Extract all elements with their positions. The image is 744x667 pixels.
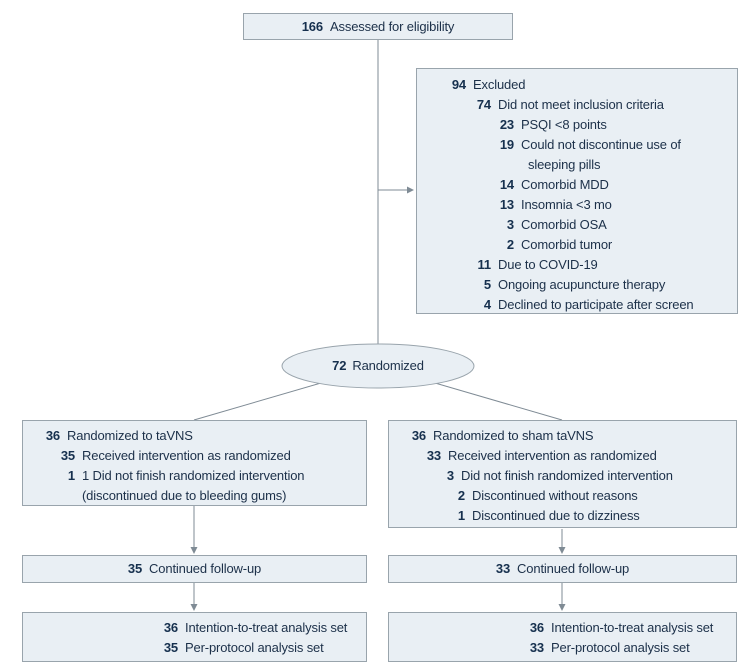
count-value: 14 [499, 177, 514, 192]
row-label: Randomized to sham taVNS [433, 428, 594, 443]
row-label: Discontinued due to dizziness [472, 508, 640, 523]
excluded-box: 94 Excluded 74 Did not meet inclusion cr… [416, 68, 738, 314]
count-value: 35 [127, 561, 143, 576]
box-label: Continued follow-up [517, 561, 630, 576]
row-label: Discontinued without reasons [472, 488, 638, 503]
row-label: Intention-to-treat analysis set [185, 620, 348, 635]
count-value: 72 [332, 358, 347, 373]
count-value: 35 [163, 640, 178, 655]
count-value: 3 [506, 217, 514, 232]
tavns-arm-box: 36 Randomized to taVNS 35 Received inter… [22, 420, 367, 506]
row-label: Could not discontinue use of [521, 137, 681, 152]
flow-row: 36 Randomized to taVNS [30, 426, 360, 446]
flow-row: 23 PSQI <8 points [424, 115, 731, 135]
count-value: 2 [457, 488, 465, 503]
arrow-right-icon [407, 186, 414, 194]
row-label: Due to COVID-19 [498, 257, 598, 272]
box-label: Assessed for eligibility [329, 18, 455, 34]
flow-row: 35 Per-protocol analysis set [23, 638, 366, 658]
count-value: 36 [529, 620, 544, 635]
flow-row: 4 Declined to participate after screen [424, 295, 731, 315]
count-value: 94 [451, 77, 466, 92]
flow-row: 5 Ongoing acupuncture therapy [424, 275, 731, 295]
eligibility-box: 166 Assessed for eligibility [243, 13, 513, 40]
row-label: Ongoing acupuncture therapy [498, 277, 666, 292]
arrow-down-icon [190, 604, 198, 611]
count-value: 23 [499, 117, 514, 132]
flow-row: 2 Discontinued without reasons [396, 486, 730, 506]
row-label: Intention-to-treat analysis set [551, 620, 714, 635]
randomized-label: 72 Randomized [282, 356, 474, 376]
flow-row: 1 1 Did not finish randomized interventi… [30, 466, 360, 486]
count-value: 13 [499, 197, 514, 212]
row-label: Per-protocol analysis set [551, 640, 690, 655]
row-label: Comorbid OSA [521, 217, 607, 232]
row-label: Randomized to taVNS [67, 428, 193, 443]
flow-row: 11 Due to COVID-19 [424, 255, 731, 275]
arrow-down-icon [190, 547, 198, 554]
sham-followup-box: 33 Continued follow-up [388, 555, 737, 583]
count-value: 5 [483, 277, 491, 292]
row-label: PSQI <8 points [521, 117, 607, 132]
row-label: Received intervention as randomized [82, 448, 291, 463]
sham-analysis-box: 36 Intention-to-treat analysis set 33 Pe… [388, 612, 737, 662]
row-label: Declined to participate after screen [498, 297, 694, 312]
sham-arm-box: 36 Randomized to sham taVNS 33 Received … [388, 420, 737, 528]
row-label: Comorbid MDD [521, 177, 609, 192]
row-label: Received intervention as randomized [448, 448, 657, 463]
flow-row: 2 Comorbid tumor [424, 235, 731, 255]
count-value: 11 [477, 257, 492, 272]
flow-row: 94 Excluded [424, 75, 731, 95]
row-label: Comorbid tumor [521, 237, 613, 252]
arrow-down-icon [558, 604, 566, 611]
count-value: 4 [483, 297, 491, 312]
count-value: 3 [446, 468, 454, 483]
count-value: 35 [60, 448, 75, 463]
flow-row: 33 Received intervention as randomized [396, 446, 730, 466]
flow-row: 14 Comorbid MDD [424, 175, 731, 195]
tavns-followup-box: 35 Continued follow-up [22, 555, 367, 583]
flow-row: 35 Received intervention as randomized [30, 446, 360, 466]
flow-row: 36 Intention-to-treat analysis set [389, 618, 736, 638]
count-value: 1 [457, 508, 465, 523]
flow-row: 36 Intention-to-treat analysis set [23, 618, 366, 638]
row-label: Excluded [473, 77, 526, 92]
count-value: 36 [163, 620, 178, 635]
count-value: 33 [529, 640, 544, 655]
flow-row: 33 Per-protocol analysis set [389, 638, 736, 658]
box-label: Randomized [352, 358, 424, 373]
count-value: 74 [476, 97, 491, 112]
flow-row: 74 Did not meet inclusion criteria [424, 95, 731, 115]
tavns-analysis-box: 36 Intention-to-treat analysis set 35 Pe… [22, 612, 367, 662]
count-value: 36 [45, 428, 60, 443]
arrow-down-icon [558, 547, 566, 554]
row-label-continued: sleeping pills [528, 157, 601, 172]
randomized-ellipse [281, 343, 475, 389]
row-label: Per-protocol analysis set [185, 640, 324, 655]
flow-row: 3 Comorbid OSA [424, 215, 731, 235]
count-value: 2 [506, 237, 514, 252]
count-value: 19 [499, 137, 514, 152]
row-label: 1 Did not finish randomized intervention [82, 468, 305, 483]
count-value: 1 [67, 468, 75, 483]
row-label: Did not meet inclusion criteria [498, 97, 664, 112]
row-label-continued: (discontinued due to bleeding gums) [82, 488, 287, 503]
row-label: Did not finish randomized intervention [461, 468, 673, 483]
box-label: Continued follow-up [149, 561, 262, 576]
row-label: Insomnia <3 mo [521, 197, 612, 212]
flow-row: 19 Could not discontinue use of [424, 135, 731, 155]
count-value: 166 [301, 18, 323, 34]
count-value: 33 [495, 561, 511, 576]
count-value: 36 [411, 428, 426, 443]
flow-row: 36 Randomized to sham taVNS [396, 426, 730, 446]
flow-row: 13 Insomnia <3 mo [424, 195, 731, 215]
count-value: 33 [426, 448, 441, 463]
flow-row: 3 Did not finish randomized intervention [396, 466, 730, 486]
flow-row: 1 Discontinued due to dizziness [396, 506, 730, 526]
